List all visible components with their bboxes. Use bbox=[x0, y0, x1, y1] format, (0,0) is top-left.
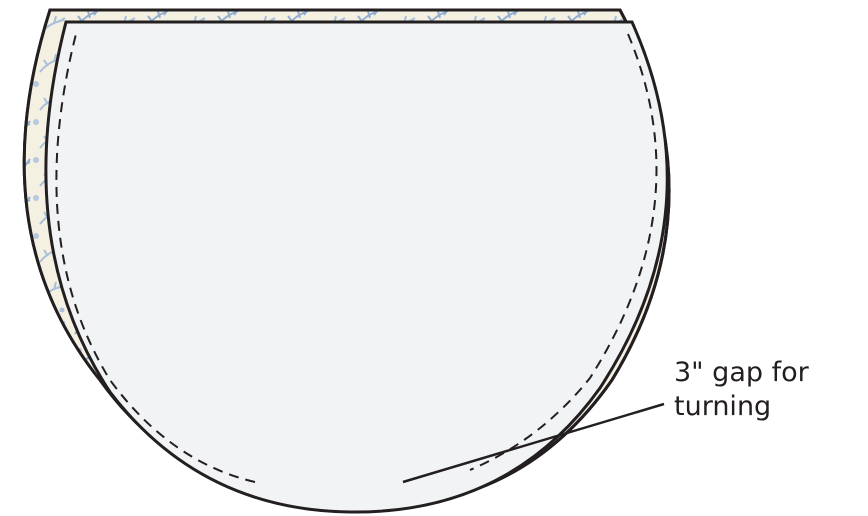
front-fabric-panel bbox=[46, 22, 667, 512]
gap-annotation: 3" gap for turning bbox=[674, 356, 864, 424]
gap-annotation-line-2: turning bbox=[674, 390, 864, 424]
gap-annotation-line-1: 3" gap for bbox=[674, 356, 864, 390]
